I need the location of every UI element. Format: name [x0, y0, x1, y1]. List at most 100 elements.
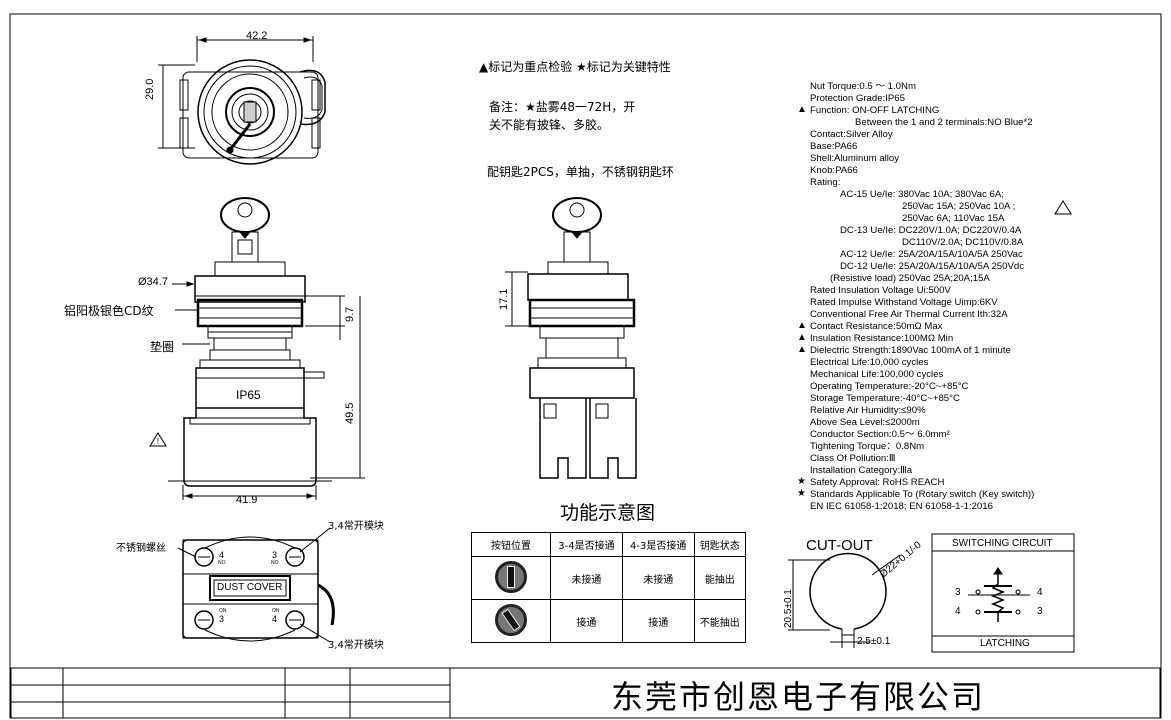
- warning-icon: [1054, 200, 1072, 215]
- remark-note-2: 关不能有披锋、多胶。: [489, 118, 610, 132]
- svg-text:!: !: [157, 437, 159, 446]
- spec-line: Contact:Silver Alloy: [810, 129, 893, 140]
- cutout-drawing: [788, 552, 901, 648]
- spec-line: Class Of Pollution:Ⅲ: [810, 453, 896, 464]
- front-view: !: [149, 197, 365, 500]
- cutout-height: 20.5±0.1: [783, 589, 794, 628]
- company-name: 东莞市创恩电子有限公司: [611, 678, 986, 716]
- terminal-4-top: 4: [219, 550, 225, 560]
- terminal-4-bottom: 4: [272, 614, 278, 624]
- circuit-footer: LATCHING: [980, 638, 1030, 649]
- remark-note: 备注：★盐雾48一72H，开: [489, 100, 636, 114]
- row2-key: 不能抽出: [693, 599, 747, 643]
- spec-mark: ▲: [797, 320, 807, 331]
- spec-line: DC110V/2.0A; DC110V/0.8A: [902, 237, 1024, 248]
- knob-off-icon: [495, 560, 527, 593]
- terminal-3-bottom: 3: [219, 614, 225, 624]
- row1-4-3: 未接通: [621, 556, 695, 600]
- terminal-no-top-right: NO: [271, 560, 279, 566]
- spec-line: Operating Temperature:-20°C~+85°C: [810, 381, 969, 392]
- circuit-l2: 4: [955, 606, 961, 617]
- row2-knob: [471, 599, 551, 643]
- module-top-label: 3,4常开模块: [328, 521, 384, 532]
- spec-line: Shell:Aluminum alloy: [810, 153, 900, 164]
- spec-line: AC-15 Ue/Ie: 380Vac 10A; 380Vac 6A;: [840, 189, 1004, 200]
- header-3-4: 3-4是否接通: [550, 532, 623, 557]
- spec-line: Installation Category:Ⅲa: [810, 465, 913, 476]
- function-title: 功能示意图: [560, 502, 656, 524]
- spec-mark: ★: [797, 476, 806, 487]
- spec-line: Tightening Torque：0.8Nm: [810, 441, 925, 452]
- row2-4-3: 接通: [621, 599, 695, 643]
- header-key-state: 钥匙状态: [693, 532, 747, 557]
- spec-mark: ▲: [797, 344, 807, 355]
- spec-line: Mechanical Life:100,000 cycles: [810, 369, 944, 380]
- dim-diameter: Ø34.7: [138, 276, 168, 288]
- washer-label: 垫圈: [150, 340, 175, 354]
- circuit-l1: 3: [955, 587, 961, 598]
- header-4-3: 4-3是否接通: [621, 532, 695, 557]
- dim-body-height: 49.5: [344, 402, 356, 424]
- spec-mark: ★: [797, 488, 806, 499]
- spec-line: Rating:: [810, 177, 841, 188]
- side-view: [505, 197, 637, 479]
- title-block: [10, 667, 1161, 719]
- spec-line: Insulation Resistance:100MΩ Min: [810, 333, 954, 344]
- module-bottom-label: 3,4常开模块: [328, 640, 384, 651]
- dim-bottom-width: 41.9: [236, 494, 258, 506]
- spec-line: Standards Applicable To (Rotary switch (…: [810, 489, 1035, 500]
- keys-note: 配钥匙2PCS，单抽，不锈钢钥匙环: [487, 165, 674, 179]
- circuit-r2: 3: [1037, 606, 1043, 617]
- bottom-view: [177, 527, 335, 643]
- row1-3-4: 未接通: [550, 556, 623, 600]
- spec-line: Above Sea Level:≤2000m: [810, 417, 920, 428]
- finish-label: 铝阳极银色CD纹: [64, 304, 154, 318]
- legend-note: ▲标记为重点检验 ★标记为关键特性: [479, 60, 671, 74]
- spec-line: (Resistive load) 250Vac 25A;20A;15A: [830, 273, 990, 284]
- knob-on-icon: [495, 603, 527, 636]
- spec-line: Electrical Life:10,000 cycles: [810, 357, 929, 368]
- spec-line: Dielectric Strength:1890Vac 100mA of 1 m…: [810, 345, 1011, 356]
- spec-line: DC-13 Ue/Ie: DC220V/1.0A; DC220V/0.4A: [840, 225, 1022, 236]
- circuit-title: SWITCHING CIRCUIT: [952, 538, 1053, 549]
- dust-cover-label: DUST COVER: [217, 582, 283, 593]
- spec-line: Conductor Section:0.5～ 6.0mm²: [810, 429, 950, 440]
- row1-key: 能抽出: [693, 556, 747, 600]
- spec-line: AC-12 Ue/Ie: 25A/20A/15A/10A/5A 250Vac: [840, 249, 1023, 260]
- spec-line: Base:PA66: [810, 141, 858, 152]
- spec-mark: ▲: [797, 104, 807, 115]
- spec-line: 250Vac 6A; 110Vac 15A: [902, 213, 1005, 224]
- terminal-no-top-left: NO: [218, 560, 226, 566]
- ip-label: IP65: [236, 388, 261, 402]
- spec-line: Safety Approval: RoHS REACH: [810, 477, 945, 488]
- spec-line: Protection Grade:IP65: [810, 93, 905, 104]
- spec-line: Contact Resistance:50mΩ Max: [810, 321, 943, 332]
- spec-line: EN IEC 61058-1:2018; EN 61058-1-1:2016: [810, 501, 993, 512]
- dim-top-height: 29.0: [144, 78, 156, 100]
- terminal-on-bottom-left: ON: [219, 608, 227, 614]
- dim-ring-height: 9.7: [344, 306, 356, 322]
- spec-line: Function: ON-OFF LATCHING: [810, 105, 940, 116]
- spec-line: Relative Air Humidity:≤90%: [810, 405, 926, 416]
- cutout-title: CUT-OUT: [806, 537, 873, 554]
- dim-side-height: 17.1: [498, 288, 510, 310]
- spec-line: 250Vac 15A; 250Vac 10A ;: [902, 201, 1016, 212]
- row1-knob: [471, 556, 551, 600]
- top-view: [158, 36, 326, 165]
- circuit-r1: 4: [1037, 587, 1043, 598]
- cutout-slot: 2.5±0.1: [857, 636, 891, 647]
- spec-line: Nut Torque:0.5 ～ 1.0Nm: [810, 81, 916, 92]
- switching-circuit: [931, 533, 1075, 653]
- spec-line: Conventional Free Air Thermal Current It…: [810, 309, 1008, 320]
- terminal-on-bottom-right: ON: [272, 608, 280, 614]
- dim-top-width: 42.2: [246, 30, 268, 42]
- function-table: 按钮位置 3-4是否接通 4-3是否接通 钥匙状态 未接通 未接通 能抽出 接通…: [471, 532, 747, 643]
- spec-line: Rated Impulse Withstand Voltage Uimp:6KV: [810, 297, 998, 308]
- screw-label: 不锈钢螺丝: [116, 543, 166, 554]
- spec-mark: ▲: [797, 332, 807, 343]
- spec-line: DC-12 Ue/Ie: 25A/20A/15A/10A/5A 250Vdc: [840, 261, 1025, 272]
- spec-line: Rated Insulation Voltage Ui:500V: [810, 285, 951, 296]
- spec-line: Knob:PA66: [810, 165, 858, 176]
- spec-line: Storage Temperature:-40°C~+85°C: [810, 393, 960, 404]
